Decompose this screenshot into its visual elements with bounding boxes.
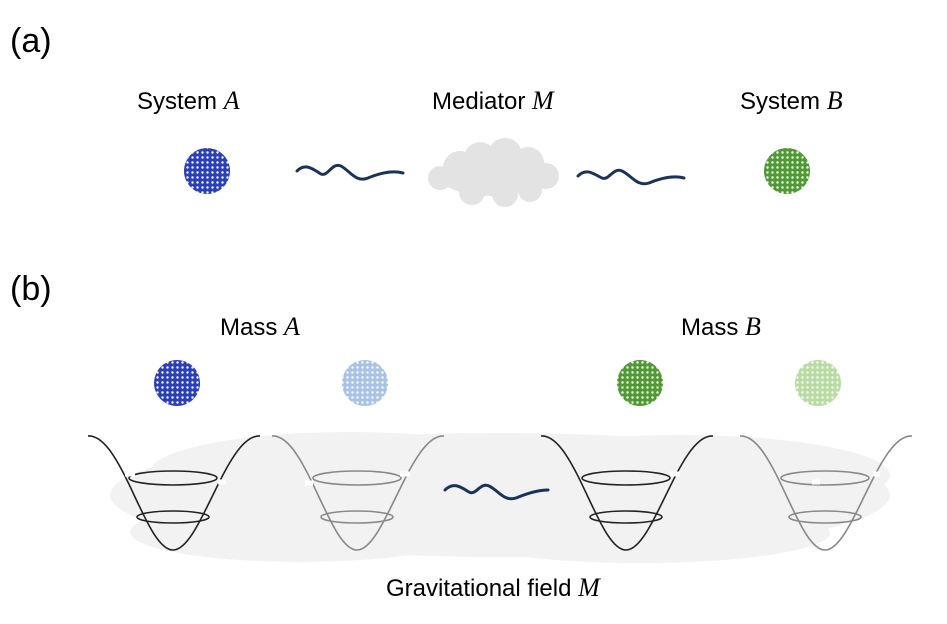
mass-a-variable: A <box>284 312 300 341</box>
system-b-sphere <box>764 148 810 194</box>
mediator-label: Mediator M <box>432 86 554 116</box>
gravitational-field-label: Gravitational field M <box>386 573 600 603</box>
potential-well-a-left <box>87 435 261 551</box>
panel-b-tag: (b) <box>10 270 52 308</box>
entanglement-wave-icon <box>576 168 686 186</box>
system-a-sphere <box>184 148 230 194</box>
mass-a-label: Mass A <box>220 312 300 342</box>
entanglement-wave-icon <box>443 483 550 501</box>
gravitational-field-text: Gravitational field <box>386 575 572 602</box>
entanglement-wave-icon <box>295 163 405 181</box>
mass-a-sphere <box>154 360 200 406</box>
mass-b-sphere <box>617 360 663 406</box>
panel-a-tag: (a) <box>10 22 52 60</box>
mass-b-ghost-sphere <box>795 360 841 406</box>
potential-well-b-left <box>540 435 714 551</box>
system-a-text: System <box>137 88 218 115</box>
system-b-text: System <box>740 88 821 115</box>
gravitational-field-cloud <box>110 432 890 563</box>
system-a-variable: A <box>223 86 240 115</box>
mass-b-variable: B <box>745 312 761 341</box>
mediator-text: Mediator <box>432 88 526 115</box>
mediator-variable: M <box>532 86 554 115</box>
system-a-label: System A <box>137 86 240 116</box>
mass-b-text: Mass <box>681 314 739 341</box>
mass-b-label: Mass B <box>681 312 761 342</box>
system-b-variable: B <box>826 86 843 115</box>
mass-a-text: Mass <box>220 314 278 341</box>
potential-well-a-right <box>271 435 445 551</box>
system-b-label: System B <box>740 86 843 116</box>
gravitational-field-variable: M <box>578 573 600 602</box>
potential-well-b-right <box>739 435 913 551</box>
mediator-cloud-icon <box>428 138 559 207</box>
mass-a-ghost-sphere <box>342 360 388 406</box>
